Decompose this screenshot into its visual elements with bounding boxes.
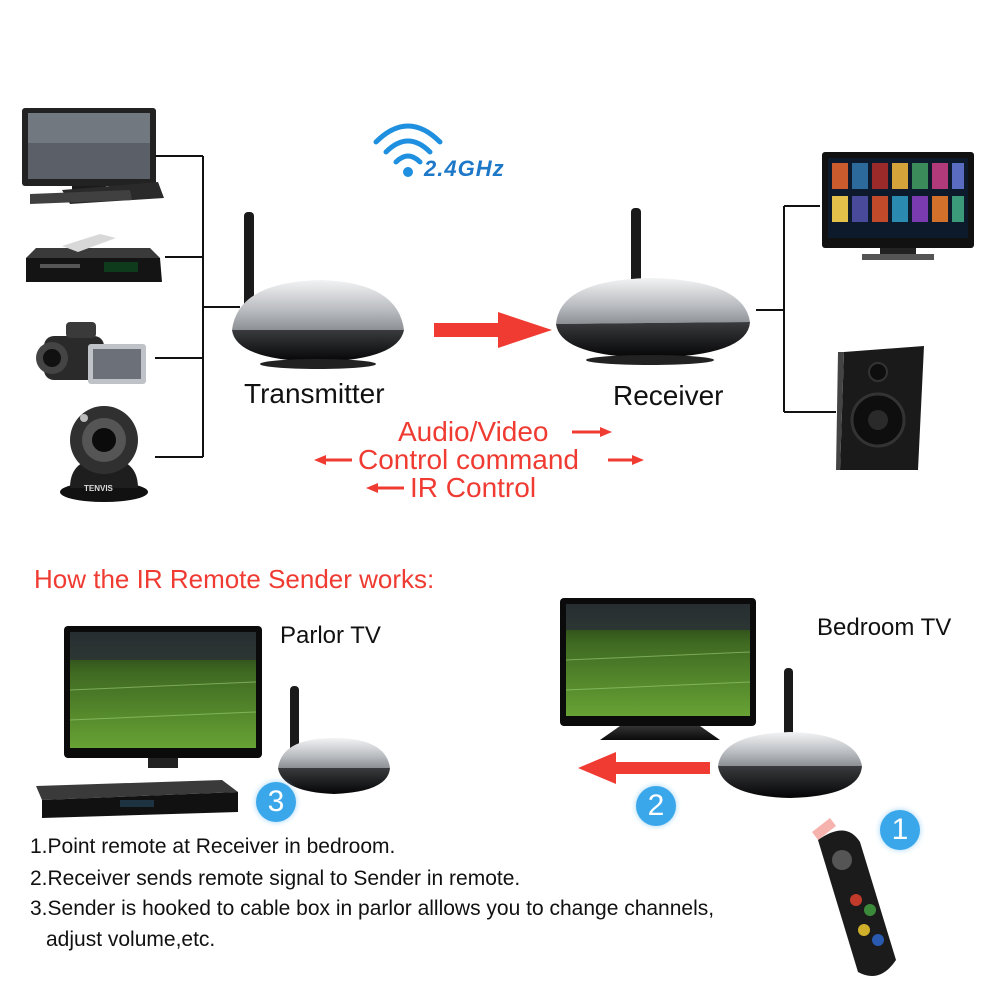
flow-ir-control: IR Control [410, 472, 537, 503]
satellite-receiver-icon [26, 234, 162, 282]
parlor-tv-label: Parlor TV [280, 622, 381, 649]
transmitter-label: Transmitter [244, 378, 385, 409]
flow-arrows [314, 427, 644, 493]
step-badge-3: 3 [256, 782, 296, 822]
transmission-arrow [434, 312, 552, 348]
flow-control-command: Control command [358, 444, 579, 475]
bedroom-receiver-device [718, 668, 862, 798]
step-1-text: 1.Point remote at Receiver in bedroom. [30, 835, 396, 858]
step-2-text: 2.Receiver sends remote signal to Sender… [30, 867, 521, 890]
step-badge-2: 2 [636, 786, 676, 826]
remote-control-icon [812, 818, 896, 976]
output-connection-lines [756, 205, 836, 413]
parlor-tv [64, 626, 262, 768]
receiver-device [556, 208, 750, 365]
ir-relay-arrow [578, 752, 710, 784]
step-3-continuation: adjust volume,etc. [46, 928, 216, 951]
tenvis-logo: TENVIS [84, 484, 113, 493]
transmitter-device [232, 212, 404, 369]
step-badge-1: 1 [880, 810, 920, 850]
camcorder-icon [36, 322, 146, 384]
parlor-sender-device [278, 686, 390, 794]
frequency-badge: 2.4GHz [424, 156, 505, 181]
flow-audio-video: Audio/Video [398, 416, 549, 447]
step-3-text: 3.Sender is hooked to cable box in parlo… [30, 897, 715, 920]
receiver-label: Receiver [613, 380, 724, 411]
speaker-icon [836, 346, 924, 470]
source-connection-lines [155, 155, 240, 458]
bedroom-tv-label: Bedroom TV [817, 614, 952, 641]
section-title: How the IR Remote Sender works: [34, 564, 435, 594]
cable-box [36, 780, 238, 818]
tv-with-movie-posters-icon [822, 152, 974, 260]
flat-tv-with-player-icon [22, 108, 164, 204]
bedroom-tv [560, 598, 756, 740]
ip-camera-icon [60, 406, 148, 502]
wifi-icon [373, 123, 443, 177]
